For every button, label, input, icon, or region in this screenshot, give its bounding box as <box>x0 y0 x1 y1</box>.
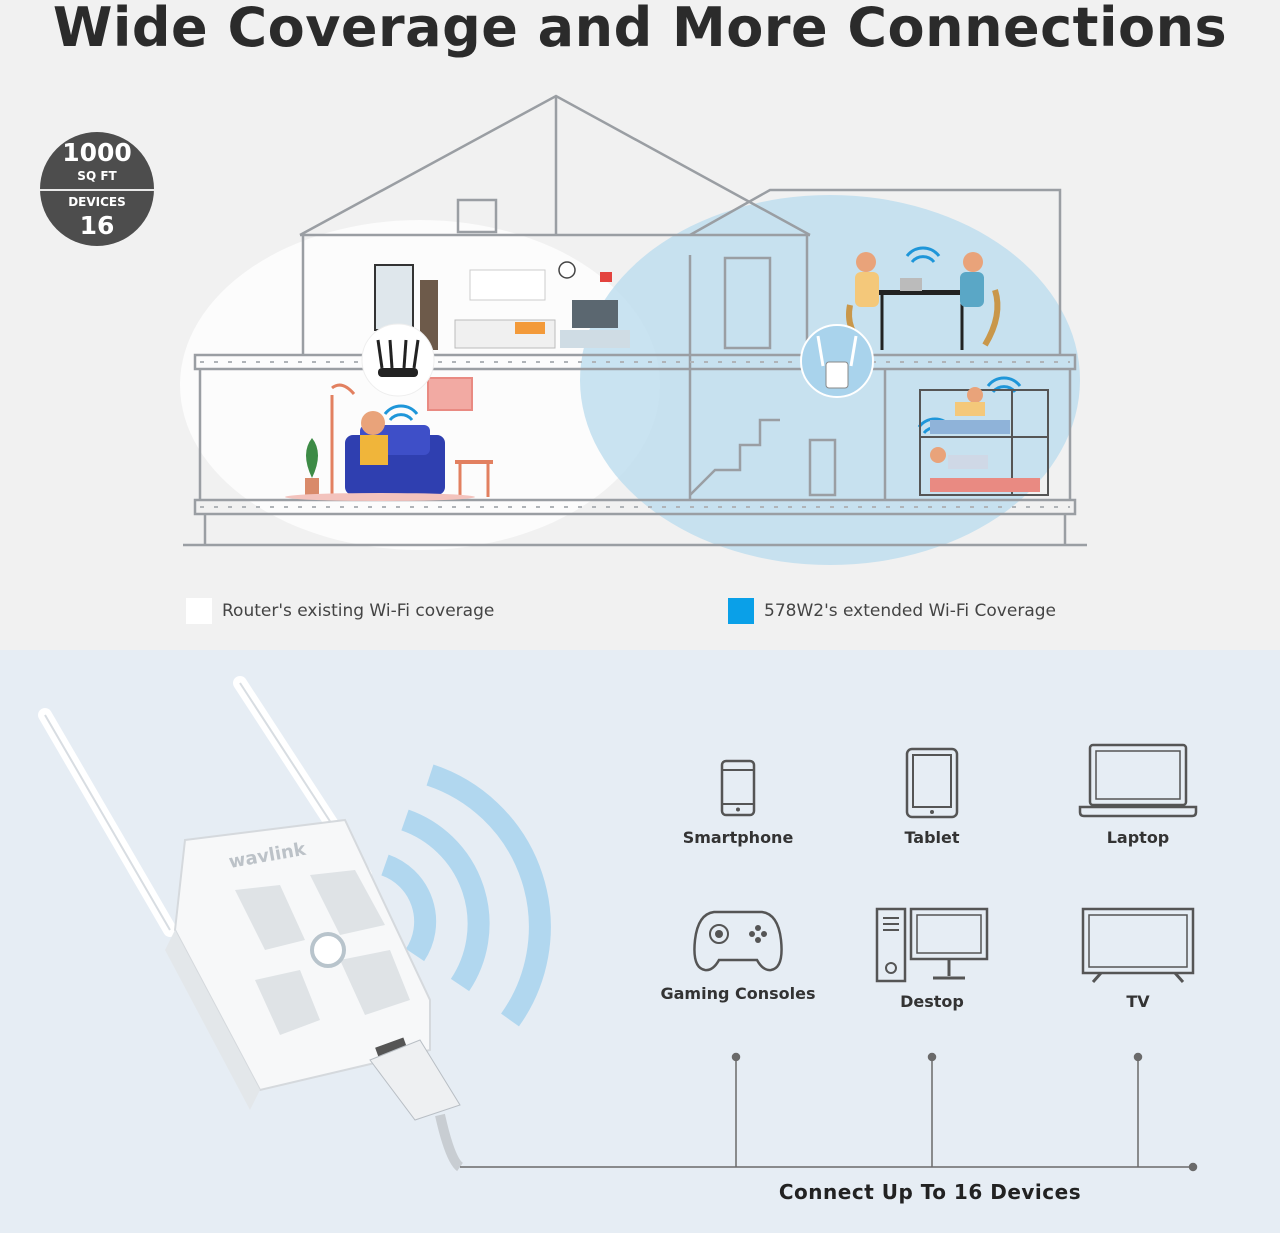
device-tv: TV <box>1053 906 1223 1011</box>
device-tablet: Tablet <box>847 746 1017 847</box>
area-unit: SQ FT <box>77 169 117 183</box>
extender-coverage-swatch <box>728 598 754 624</box>
router-legend-label: Router's existing Wi-Fi coverage <box>222 601 495 621</box>
power-led <box>310 932 346 968</box>
devices-label: DEVICES <box>68 195 126 209</box>
router-coverage-swatch <box>186 598 212 624</box>
extender-legend-label: 578W2's extended Wi-Fi Coverage <box>764 601 1056 621</box>
device-gaming-consoles: Gaming Consoles <box>653 906 823 1003</box>
smartphone-icon <box>720 759 756 817</box>
connect-caption: Connect Up To 16 Devices <box>778 1180 1082 1204</box>
gamepad-icon <box>693 910 783 972</box>
desktop-label: Destop <box>900 992 964 1011</box>
laptop-label: Laptop <box>1106 828 1170 847</box>
legend-extender: 578W2's extended Wi-Fi Coverage <box>728 598 1056 624</box>
gaming-consoles-label: Gaming Consoles <box>660 984 816 1003</box>
connections-section: wavlink Smartphone Tablet Laptop <box>0 650 1280 1233</box>
tablet-icon <box>905 747 959 819</box>
tv-icon <box>1081 907 1195 983</box>
area-value: 1000 <box>62 138 132 167</box>
router-marker <box>361 323 435 397</box>
laptop-icon <box>1078 743 1198 818</box>
device-desktop: Destop <box>847 906 1017 1011</box>
tablet-label: Tablet <box>904 828 960 847</box>
device-laptop: Laptop <box>1053 742 1223 847</box>
coverage-badge: 1000 SQ FT DEVICES 16 <box>40 132 154 246</box>
extender-product-image: wavlink <box>38 676 551 1172</box>
smartphone-label: Smartphone <box>682 828 794 847</box>
legend-router: Router's existing Wi-Fi coverage <box>186 598 494 624</box>
tv-label: TV <box>1126 992 1150 1011</box>
badge-divider <box>40 189 154 191</box>
coverage-section: Wide Coverage and More Connections <box>40 0 1228 624</box>
house-illustration <box>180 94 1087 565</box>
device-smartphone: Smartphone <box>653 758 823 847</box>
connection-lines <box>460 1052 1198 1172</box>
page-title: Wide Coverage and More Connections <box>52 0 1228 59</box>
devices-value: 16 <box>79 211 115 240</box>
desktop-icon <box>875 907 989 983</box>
